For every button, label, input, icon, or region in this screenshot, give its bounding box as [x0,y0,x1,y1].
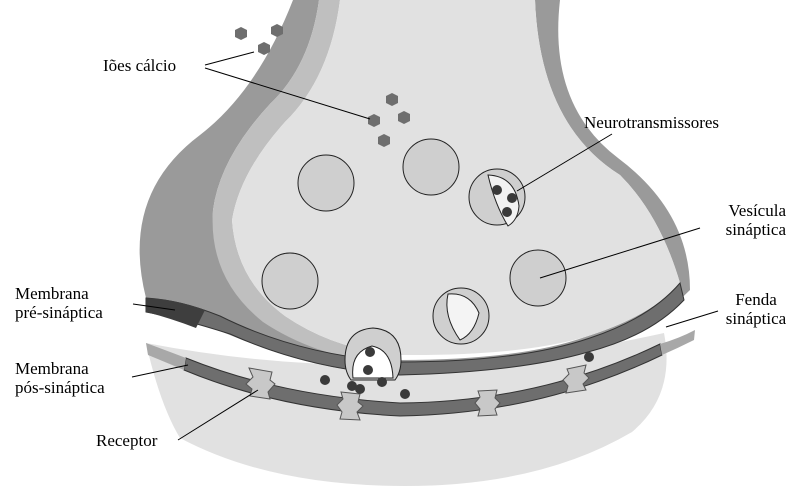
vesicle-4 [510,250,566,306]
label-calcium-ions: Iões cálcio [103,56,176,75]
label-synaptic-cleft-line1: Fenda [714,290,798,309]
label-receptor: Receptor [96,431,157,450]
neurotransmitter [492,185,502,195]
neurotransmitter [507,193,517,203]
label-neurotransmitters: Neurotransmissores [584,113,719,132]
label-presynaptic-membrane: Membrana pré-sináptica [15,284,103,322]
neurotransmitter [502,207,512,217]
label-postsynaptic-membrane: Membrana pós-sináptica [15,359,105,397]
label-postsynaptic-membrane-line2: pós-sináptica [15,378,105,397]
label-postsynaptic-membrane-line1: Membrana [15,359,105,378]
label-presynaptic-membrane-line1: Membrana [15,284,103,303]
label-synaptic-cleft: Fenda sináptica [714,290,798,328]
label-synaptic-cleft-line2: sináptica [714,309,798,328]
fusing-vesicle [433,288,489,344]
receptor-3 [475,390,500,416]
label-presynaptic-membrane-line2: pré-sináptica [15,303,103,322]
label-synaptic-vesicle: Vesícula sináptica [690,201,786,239]
vesicle-3 [262,253,318,309]
receptor-4 [563,365,589,393]
label-synaptic-vesicle-line2: sináptica [690,220,786,239]
postsynaptic-membrane-right-end [660,330,695,355]
label-synaptic-vesicle-line1: Vesícula [690,201,786,220]
vesicle-2 [403,139,459,195]
vesicle-with-neurotransmitters [469,169,525,226]
vesicle-1 [298,155,354,211]
